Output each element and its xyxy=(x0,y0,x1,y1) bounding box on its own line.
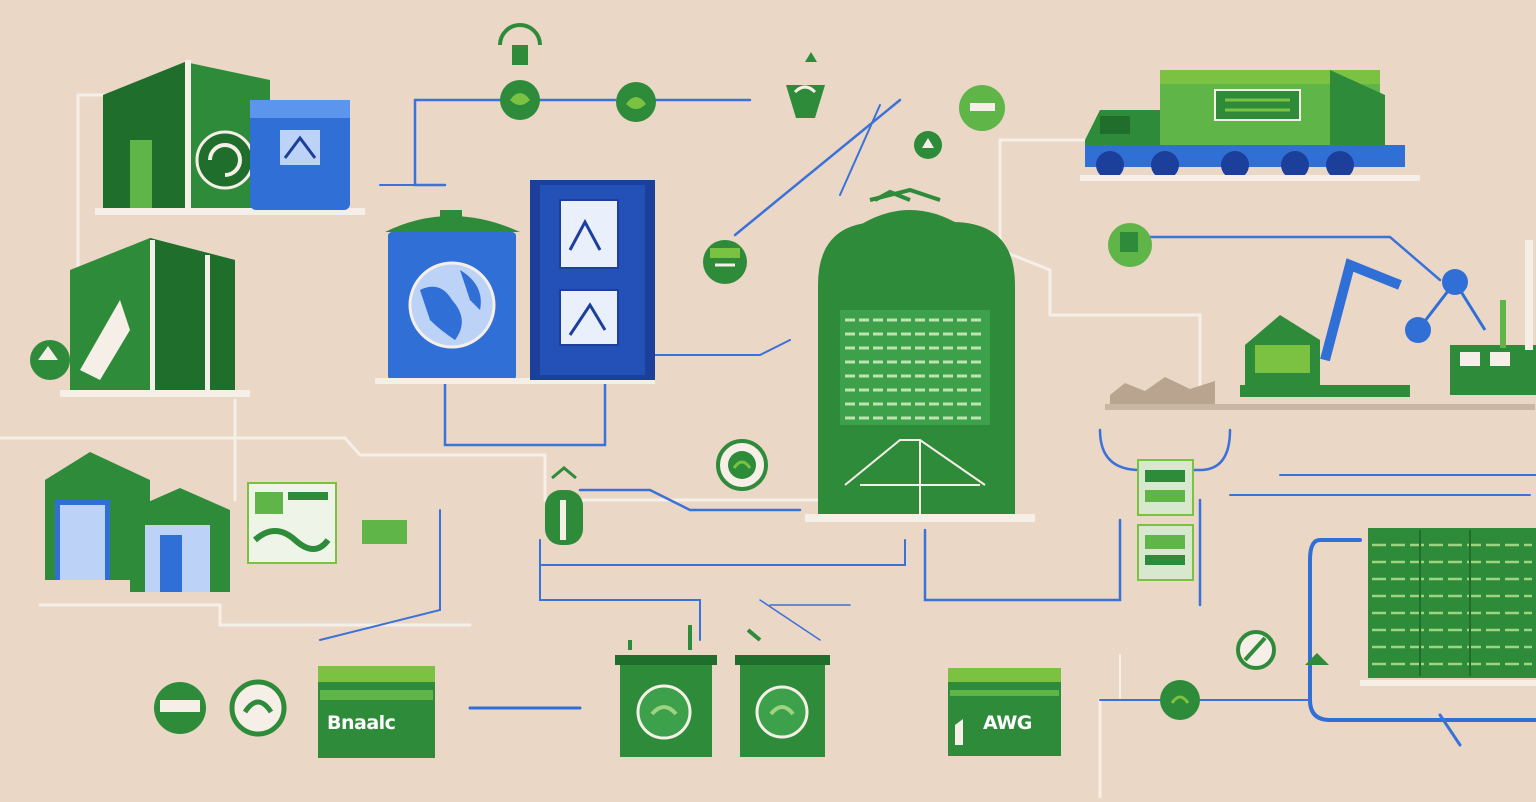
data-panel-icon xyxy=(1236,528,1536,686)
leaf-badge-icon xyxy=(616,82,656,122)
leaf-badge-icon xyxy=(786,52,825,118)
left-label-panel xyxy=(318,666,435,758)
recycle-bin-icon xyxy=(615,625,717,757)
house-icon xyxy=(45,452,230,592)
leaf-badge-icon xyxy=(1160,680,1200,720)
leaf-badge-icon xyxy=(703,240,747,284)
leaf-badge-icon xyxy=(498,23,542,120)
left-panel-label: Bnaalc xyxy=(327,712,396,734)
warehouse-icon xyxy=(95,60,365,215)
data-panel-icon xyxy=(1137,459,1194,581)
silo-icon xyxy=(805,189,1035,522)
gear-icon xyxy=(545,466,583,545)
right-label-panel xyxy=(948,668,1061,756)
warehouse-icon xyxy=(30,238,250,397)
recycle-bin-icon xyxy=(375,210,655,384)
excavator-icon xyxy=(1105,223,1536,410)
storage-tank-icon xyxy=(250,100,350,210)
recycle-bin-icon xyxy=(735,628,830,757)
leaf-badge-icon xyxy=(914,131,942,159)
truck-icon xyxy=(1080,70,1420,181)
data-panel-icon xyxy=(247,482,407,564)
right-panel-label: AWG xyxy=(983,712,1032,734)
storage-tank-icon xyxy=(530,180,655,380)
leaf-badge-icon xyxy=(959,85,1005,131)
leaf-badge-icon xyxy=(869,187,941,202)
leaf-badge-icon xyxy=(716,439,768,491)
data-panel-icon xyxy=(840,310,990,425)
recycle-bin-icon xyxy=(154,679,287,737)
connector-lines xyxy=(0,93,1536,800)
